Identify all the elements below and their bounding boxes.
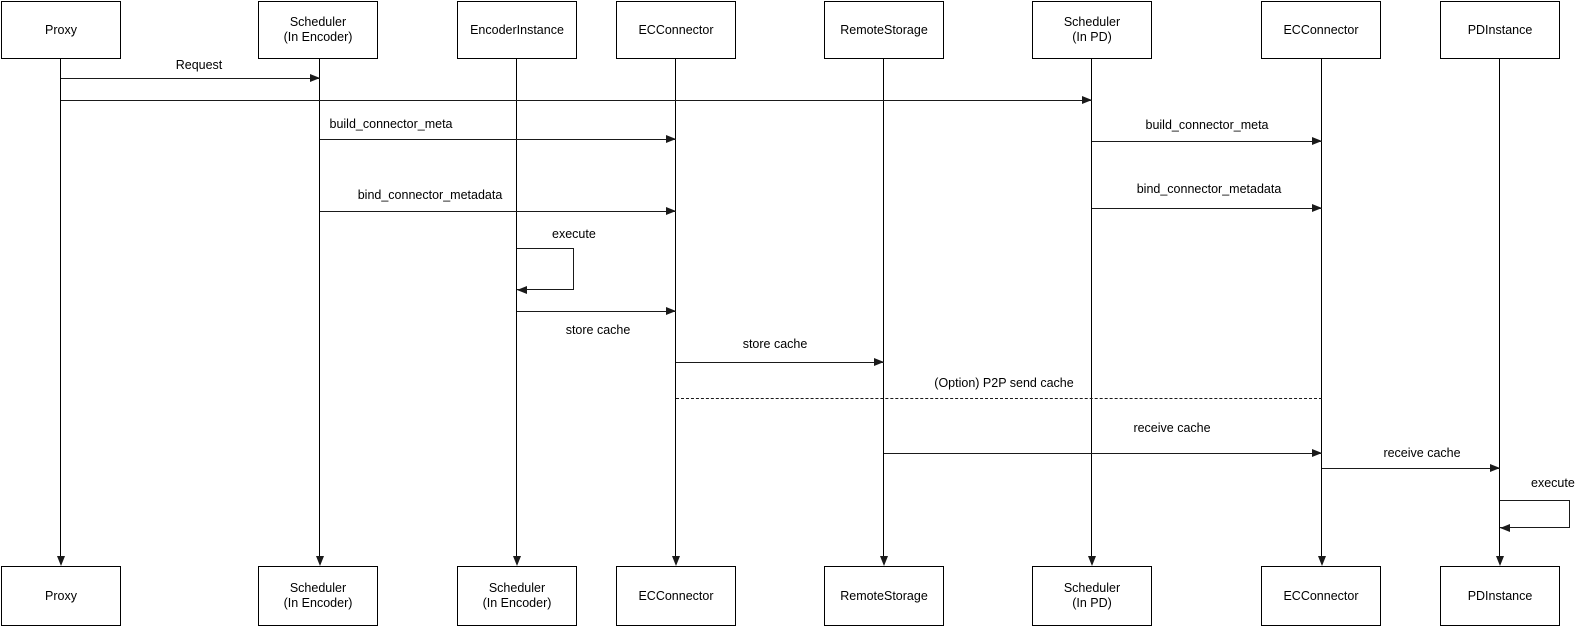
message-line-m2 bbox=[61, 100, 1092, 101]
message-label-m4: build_connector_meta bbox=[1145, 118, 1269, 132]
self-call-s2 bbox=[1500, 500, 1570, 528]
message-label-m5: bind_connector_metadata bbox=[357, 188, 503, 202]
lifeline-footer-ec_conn_pd[interactable]: ECConnector bbox=[1261, 566, 1381, 626]
lifeline-end-arrow-ec_conn_enc bbox=[671, 556, 680, 566]
message-arrowhead-m10 bbox=[1312, 449, 1322, 457]
self-call-label-s2: execute bbox=[1531, 476, 1575, 490]
lifeline-footer-sched_enc[interactable]: Scheduler (In Encoder) bbox=[258, 566, 378, 626]
lifeline-end-arrow-sched_enc bbox=[315, 556, 324, 566]
message-label-m6: bind_connector_metadata bbox=[1136, 182, 1282, 196]
self-call-arrowhead-s2 bbox=[1500, 523, 1510, 532]
message-arrowhead-m5 bbox=[666, 207, 676, 215]
message-arrowhead-m4 bbox=[1312, 137, 1322, 145]
lifeline-header-sched_pd[interactable]: Scheduler (In PD) bbox=[1032, 1, 1152, 59]
message-label-m3: build_connector_meta bbox=[329, 117, 453, 131]
lifeline-footer-remote_store[interactable]: RemoteStorage bbox=[824, 566, 944, 626]
lifeline-end-arrow-proxy bbox=[56, 556, 65, 566]
message-line-m8 bbox=[676, 362, 884, 363]
lifeline-sched_pd bbox=[1091, 59, 1093, 557]
message-line-m6 bbox=[1092, 208, 1322, 209]
message-arrowhead-m11 bbox=[1490, 464, 1500, 472]
message-label-m10: receive cache bbox=[1133, 421, 1211, 435]
lifeline-footer-sched_pd[interactable]: Scheduler (In PD) bbox=[1032, 566, 1152, 626]
lifeline-end-arrow-pd_inst bbox=[1495, 556, 1504, 566]
message-label-m1: Request bbox=[175, 58, 223, 72]
message-label-m7: store cache bbox=[565, 323, 631, 337]
self-call-s1 bbox=[517, 248, 574, 290]
lifeline-header-ec_conn_enc[interactable]: ECConnector bbox=[616, 1, 736, 59]
message-line-m3 bbox=[320, 139, 676, 140]
message-line-m7 bbox=[517, 311, 676, 312]
lifeline-pd_inst bbox=[1499, 59, 1501, 557]
self-call-arrowhead-s1 bbox=[517, 285, 527, 294]
message-line-m5 bbox=[320, 211, 676, 212]
lifeline-encoder_inst bbox=[516, 59, 518, 557]
lifeline-footer-encoder_inst[interactable]: Scheduler (In Encoder) bbox=[457, 566, 577, 626]
lifeline-remote_store bbox=[883, 59, 885, 557]
message-label-m8: store cache bbox=[742, 337, 808, 351]
lifeline-end-arrow-encoder_inst bbox=[512, 556, 521, 566]
message-label-m11: receive cache bbox=[1383, 446, 1461, 460]
message-arrowhead-m1 bbox=[310, 74, 320, 82]
lifeline-footer-proxy[interactable]: Proxy bbox=[1, 566, 121, 626]
lifeline-header-remote_store[interactable]: RemoteStorage bbox=[824, 1, 944, 59]
message-arrowhead-m7 bbox=[666, 307, 676, 315]
lifeline-header-proxy[interactable]: Proxy bbox=[1, 1, 121, 59]
message-label-m9: (Option) P2P send cache bbox=[934, 376, 1074, 390]
lifeline-footer-ec_conn_enc[interactable]: ECConnector bbox=[616, 566, 736, 626]
lifeline-end-arrow-ec_conn_pd bbox=[1317, 556, 1326, 566]
message-line-m11 bbox=[1322, 468, 1500, 469]
message-arrowhead-m8 bbox=[874, 358, 884, 366]
message-arrowhead-m6 bbox=[1312, 204, 1322, 212]
lifeline-ec_conn_pd bbox=[1321, 59, 1323, 557]
lifeline-header-encoder_inst[interactable]: EncoderInstance bbox=[457, 1, 577, 59]
message-arrowhead-m3 bbox=[666, 135, 676, 143]
message-line-m9 bbox=[676, 398, 1322, 399]
message-arrowhead-m2 bbox=[1082, 96, 1092, 104]
lifeline-header-ec_conn_pd[interactable]: ECConnector bbox=[1261, 1, 1381, 59]
message-line-m4 bbox=[1092, 141, 1322, 142]
lifeline-end-arrow-remote_store bbox=[879, 556, 888, 566]
lifeline-sched_enc bbox=[319, 59, 321, 557]
self-call-label-s1: execute bbox=[552, 227, 596, 241]
lifeline-proxy bbox=[60, 59, 62, 557]
lifeline-header-sched_enc[interactable]: Scheduler (In Encoder) bbox=[258, 1, 378, 59]
lifeline-header-pd_inst[interactable]: PDInstance bbox=[1440, 1, 1560, 59]
lifeline-end-arrow-sched_pd bbox=[1087, 556, 1096, 566]
message-line-m10 bbox=[884, 453, 1322, 454]
message-line-m1 bbox=[61, 78, 320, 79]
lifeline-footer-pd_inst[interactable]: PDInstance bbox=[1440, 566, 1560, 626]
